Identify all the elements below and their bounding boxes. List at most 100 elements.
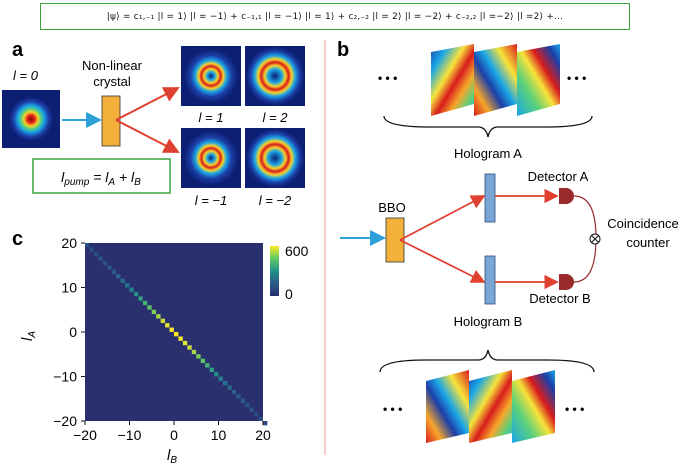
heatmap-cell bbox=[120, 278, 125, 283]
bbo-label: BBO bbox=[378, 200, 405, 215]
hologram-b-label: Hologram B bbox=[454, 314, 523, 329]
heatmap-cell bbox=[165, 323, 170, 328]
heatmap-diagonal bbox=[85, 243, 268, 426]
pump-eq-sub-a: A bbox=[107, 177, 115, 188]
heatmap-cell bbox=[200, 358, 206, 364]
heatmap-cell bbox=[129, 287, 134, 292]
heatmap-cell bbox=[107, 265, 112, 270]
heatmap-cell bbox=[218, 376, 223, 381]
mode-label-l1: l = 1 bbox=[199, 110, 224, 125]
bbo-crystal bbox=[385, 217, 405, 263]
y-tick-label: 20 bbox=[61, 235, 77, 251]
heatmap-ylabel: lA bbox=[19, 331, 38, 341]
heatmap-cell bbox=[227, 385, 232, 390]
hologram-b-plate-1 bbox=[426, 370, 469, 443]
colorbar bbox=[270, 246, 279, 296]
heatmap-cell bbox=[187, 345, 192, 350]
detector-a-label: Detector A bbox=[528, 169, 589, 184]
heatmap-cell bbox=[254, 412, 259, 417]
heatmap-cell bbox=[205, 363, 210, 368]
x-tick-label: 0 bbox=[170, 427, 178, 443]
pump-eq-mid: = l bbox=[89, 169, 109, 185]
hologram-b-slm bbox=[484, 255, 496, 305]
signal-arrow-up bbox=[115, 87, 180, 121]
crystal-label-line2: crystal bbox=[93, 74, 131, 89]
heatmap-xlabel: lB bbox=[167, 447, 177, 466]
hologram-b-plate-2 bbox=[469, 370, 512, 443]
mode-label-lm1: l = −1 bbox=[195, 193, 228, 208]
x-tick-label: −20 bbox=[73, 427, 97, 443]
heatmap-cell bbox=[174, 332, 179, 337]
detector-b-label: Detector B bbox=[529, 291, 590, 306]
mode-label-lm2: l = −2 bbox=[259, 193, 292, 208]
ellipsis-top-right: • • • bbox=[567, 71, 586, 85]
detector-b bbox=[559, 274, 574, 290]
detector-a bbox=[559, 188, 574, 204]
coincidence-label-1: Coincidence bbox=[607, 216, 679, 231]
heatmap-cell bbox=[258, 416, 263, 421]
hologram-a-brace bbox=[383, 115, 593, 138]
state-equation: |ψ⟩ = c₁,₋₁ |l = 1⟩ |l = −1⟩ + c₋₁,₁ |l … bbox=[106, 11, 564, 22]
heatmap-cell bbox=[240, 398, 246, 404]
heatmap-cell bbox=[89, 247, 94, 252]
hologram-a-slm bbox=[484, 173, 496, 223]
coincidence-cross bbox=[591, 235, 599, 243]
hologram-a-label: Hologram A bbox=[454, 146, 522, 161]
heatmap-cell bbox=[245, 403, 250, 408]
heatmap-cell bbox=[231, 389, 237, 395]
path-to-hologram-a bbox=[399, 195, 486, 241]
x-tick-label: 10 bbox=[211, 427, 227, 443]
heatmap-cell bbox=[116, 274, 121, 279]
pump-eq-sub: pump bbox=[63, 177, 89, 188]
equation-box: |ψ⟩ = c₁,₋₁ |l = 1⟩ |l = −1⟩ + c₋₁,₁ |l … bbox=[40, 3, 630, 30]
heatmap-cell bbox=[263, 421, 268, 426]
heatmap-cell bbox=[93, 251, 99, 257]
mode-lm2-ring bbox=[246, 129, 304, 187]
heatmap-cell bbox=[147, 305, 152, 310]
heatmap-cell bbox=[111, 269, 117, 275]
input-gaussian-spot bbox=[9, 97, 53, 141]
y-tick-label: −20 bbox=[53, 413, 77, 429]
colorbar-tick-min: 0 bbox=[285, 286, 293, 302]
signal-arrow-down bbox=[115, 119, 180, 153]
heatmap-cell bbox=[98, 256, 103, 261]
heatmap-cell bbox=[214, 372, 219, 377]
heatmap-cell bbox=[160, 318, 165, 323]
panel-a-letter: a bbox=[12, 39, 24, 61]
ellipsis-bottom-left: • • • bbox=[383, 402, 402, 416]
heatmap-cell bbox=[133, 291, 139, 297]
pump-eq-l: l bbox=[61, 169, 65, 185]
mode-label-l2: l = 2 bbox=[263, 110, 289, 125]
heatmap-cell bbox=[196, 354, 201, 359]
y-tick-label: 0 bbox=[69, 324, 77, 340]
heatmap-cell bbox=[102, 260, 108, 266]
heatmap-cell bbox=[169, 327, 174, 332]
colorbar-tick-max: 600 bbox=[285, 243, 309, 259]
heatmap-cell bbox=[85, 243, 90, 248]
heatmap-cell bbox=[156, 314, 161, 319]
heatmap-cell bbox=[236, 394, 241, 399]
ellipsis-bottom-right: • • • bbox=[565, 402, 584, 416]
x-tick-label: 20 bbox=[255, 427, 271, 443]
hologram-b-brace bbox=[379, 349, 595, 373]
pump-eq-plus: + l bbox=[115, 169, 135, 185]
mode-l2-ring bbox=[246, 47, 304, 105]
pump-equation-box bbox=[32, 158, 171, 194]
ellipsis-top-left: • • • bbox=[378, 71, 397, 85]
heatmap-cell bbox=[151, 309, 157, 315]
ylabel-l: l bbox=[19, 337, 36, 341]
panel-c-letter: c bbox=[12, 228, 23, 250]
input-mode-label: l = 0 bbox=[13, 68, 39, 83]
heatmap-cell bbox=[222, 380, 228, 386]
heatmap-cell bbox=[191, 349, 197, 355]
hologram-b-plate-3 bbox=[512, 370, 555, 443]
heatmap-cell bbox=[178, 336, 183, 341]
heatmap-cell bbox=[249, 407, 254, 412]
xlabel-l: l bbox=[167, 447, 171, 464]
heatmap-cell bbox=[209, 367, 214, 372]
pump-eq-sub-b: B bbox=[134, 177, 141, 188]
y-tick-label: −10 bbox=[53, 369, 77, 385]
x-tick-label: −10 bbox=[118, 427, 142, 443]
